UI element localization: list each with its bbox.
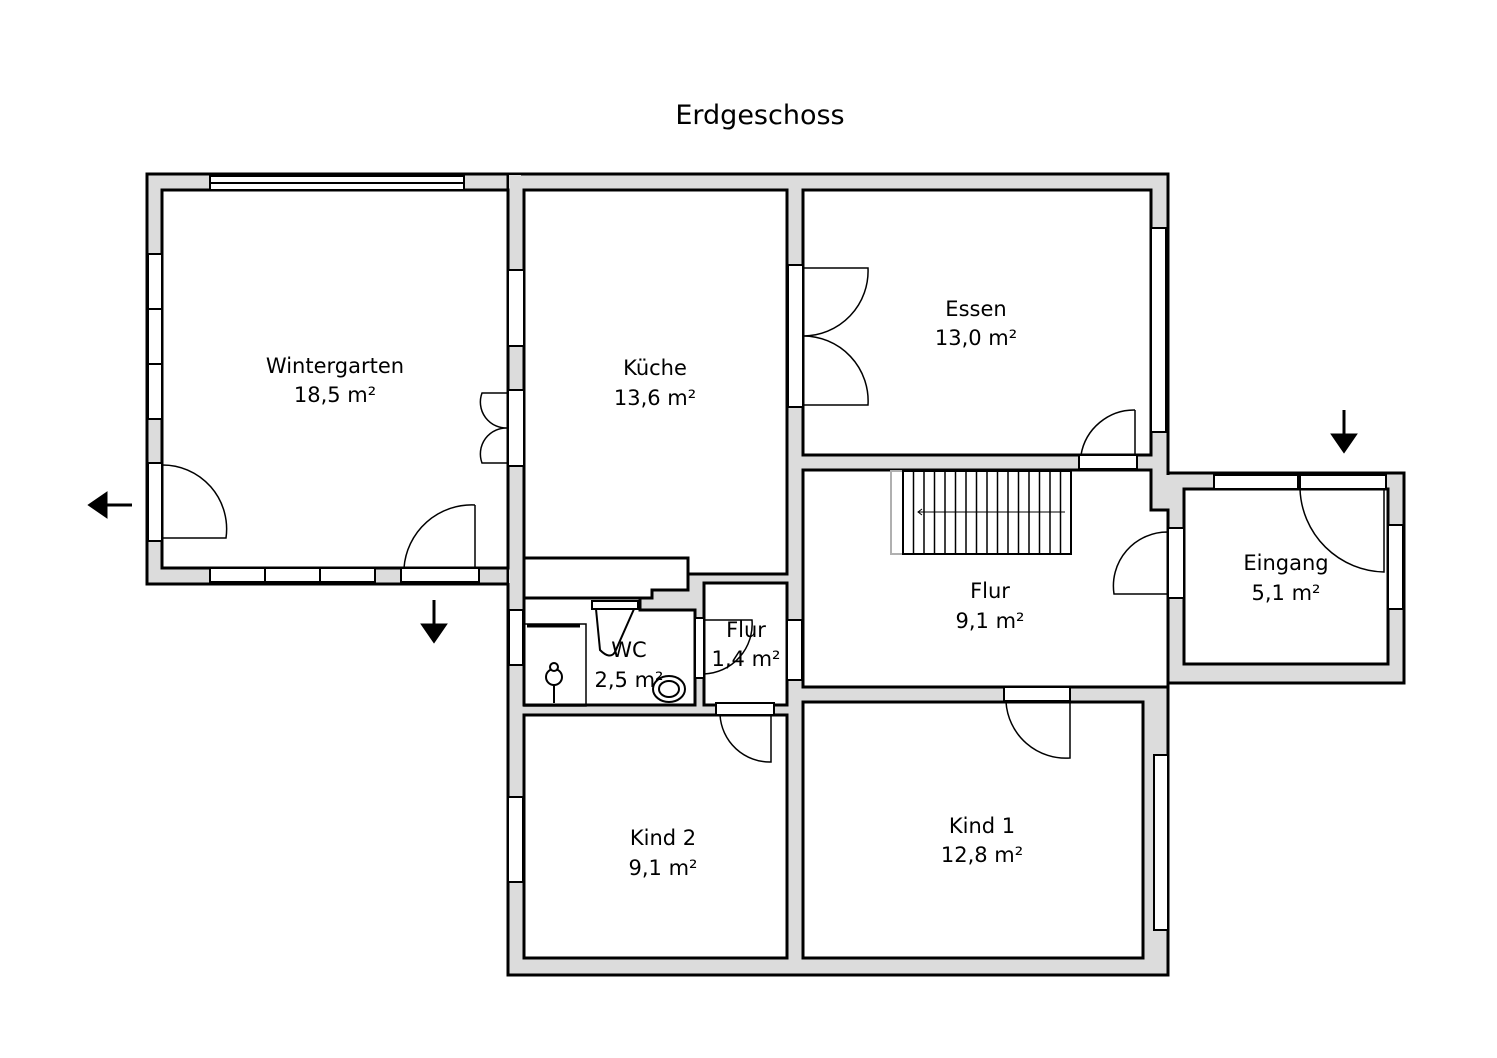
windows [147, 175, 1404, 931]
area-wintergarten: 18,5 m² [294, 383, 376, 407]
label-wc: WC [611, 638, 646, 662]
staircase [890, 470, 1072, 555]
room-essen [801, 188, 1153, 457]
label-flur-klein: Flur [726, 618, 766, 642]
area-flur: 9,1 m² [956, 609, 1025, 633]
label-kind2: Kind 2 [630, 826, 696, 850]
room-eingang [1182, 487, 1390, 666]
room-flur [801, 468, 1170, 689]
rooms [160, 188, 1390, 960]
room-kind1 [801, 700, 1145, 960]
label-wintergarten: Wintergarten [266, 354, 404, 378]
storage [522, 556, 690, 600]
area-wc: 2,5 m² [595, 668, 664, 692]
label-kind1: Kind 1 [949, 814, 1015, 838]
area-flur-klein: 1,4 m² [712, 647, 781, 671]
area-essen: 13,0 m² [935, 326, 1017, 350]
area-kueche: 13,6 m² [614, 386, 696, 410]
doors [161, 267, 1385, 763]
room-kind2 [522, 713, 789, 960]
room-kueche [522, 188, 789, 576]
area-kind2: 9,1 m² [629, 856, 698, 880]
label-kueche: Küche [623, 356, 687, 380]
arrow-down-icon [420, 600, 448, 644]
label-flur: Flur [970, 579, 1010, 603]
label-eingang: Eingang [1243, 551, 1328, 575]
arrow-left-icon [87, 491, 132, 519]
plan-title: Erdgeschoss [675, 100, 845, 131]
room-flur-klein [702, 581, 789, 707]
room-wintergarten [160, 188, 510, 570]
wc-fixtures [523, 600, 686, 707]
arrow-down-icon [1330, 410, 1358, 454]
area-eingang: 5,1 m² [1252, 581, 1321, 605]
room-labels: Wintergarten 18,5 m² Küche 13,6 m² Essen… [266, 297, 1329, 880]
label-essen: Essen [945, 297, 1006, 321]
area-kind1: 12,8 m² [941, 843, 1023, 867]
